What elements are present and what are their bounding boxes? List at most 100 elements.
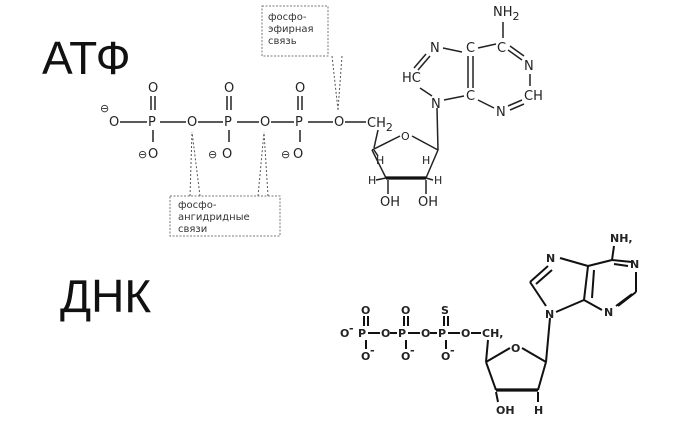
bond-c2-n3-a [507, 99, 523, 107]
anhydride-line-1: фосфо- [178, 200, 217, 211]
dna-bond-n7-c8 [529, 265, 549, 283]
phosphoester-box [261, 5, 329, 57]
bond-c1-c2 [425, 149, 439, 179]
bond-c4-o [371, 135, 401, 151]
dna-bond-o-c1 [521, 347, 547, 363]
dna-adenine: NH, N N N N [529, 232, 639, 321]
phosphoester-annotation: фосфо- эфирная связь [261, 5, 343, 111]
bond-c6-n1-a [509, 45, 525, 57]
atp-c8: HC [402, 71, 421, 86]
dna-minus-bottom-3: - [450, 344, 455, 357]
atp-oxygen-bridge-1: O [187, 115, 197, 130]
atp-n7: N [430, 41, 440, 56]
atp-n3: N [496, 105, 506, 120]
dna-amine: NH, [610, 232, 633, 245]
dna-sulfur: S [441, 304, 449, 317]
bond-ch2-c4 [373, 129, 379, 149]
dna-bond-c1-c2 [537, 361, 547, 391]
atp-c5: C [466, 41, 475, 56]
phosphoester-line-1: фосфо- [268, 12, 307, 23]
dna-bond-c4-o [485, 347, 511, 363]
atp-ch2: CH2 [367, 116, 393, 134]
anhydride-pointer-2a [257, 131, 265, 197]
atp-amine: NH2 [493, 5, 520, 23]
atp-oxygen-bottom-3: O [293, 147, 303, 162]
dna-phosphorus-3: P [438, 327, 446, 340]
phosphoester-line-2: эфирная [268, 24, 314, 35]
dna-deoxyribose: O OH H [485, 317, 551, 417]
bond-c4-h [373, 149, 379, 157]
dna-minus-terminal: - [349, 322, 354, 335]
dna-bond-c6-n1-inner [613, 263, 629, 267]
dna-oxygen-ester: O [461, 327, 470, 340]
atp-adenine: NH2 N C C N CH N C N HC [402, 5, 543, 120]
dna-bond-ch2-c4 [485, 339, 489, 363]
dna-bond-c3-oh [495, 391, 499, 403]
atp-hydrogen-c4: H [376, 154, 384, 167]
atp-hydrogen-c2: H [434, 174, 442, 187]
dna-oxygen-bridge-2: O [421, 327, 430, 340]
dna-phosphorus-2: P [398, 327, 406, 340]
anhydride-pointer-1b [191, 131, 201, 197]
dna-phosphorus-1: P [358, 327, 366, 340]
anhydride-pointer-1a [189, 131, 193, 197]
atp-phosphorus-1: P [148, 115, 156, 130]
bond-n9-c8 [419, 87, 433, 97]
bond-c3-h [375, 177, 387, 181]
bond-c8-n7-a [417, 55, 431, 71]
atp-n1: N [524, 59, 534, 74]
phosphoester-line-3: связь [268, 36, 297, 47]
atp-oxygen-top-3: O [295, 81, 305, 96]
dna-ring-oxygen: O [511, 342, 520, 355]
atp-phosphate-chain: ⊖ O P O ⊖ O O P O ⊖ O O P O ⊖ O [100, 81, 393, 162]
atp-hydrogen-c1: H [422, 154, 430, 167]
bond-n3-c4 [477, 99, 495, 109]
bond-c6-n1-b [507, 49, 523, 61]
dna-oxygen-bridge-1: O [381, 327, 390, 340]
anhydride-box [169, 195, 281, 237]
dna-n3: N [604, 306, 613, 319]
dna-oxygen-top-1: O [361, 304, 370, 317]
dna-bond-c6-nh2 [611, 245, 615, 261]
dna-bond-c4-c5 [583, 265, 589, 301]
bond-c1-n9 [436, 107, 439, 151]
dna-bond-c4-c3 [485, 361, 497, 391]
atp-c4: C [466, 89, 475, 104]
atp-charge-bottom-1: ⊖ [138, 148, 147, 161]
atp-oxygen-bridge-2: O [260, 115, 270, 130]
atp-phosphorus-2: P [224, 115, 232, 130]
atp-c2: CH [524, 89, 543, 104]
anhydride-pointer-2b [263, 131, 269, 197]
atp-hydroxyl-2: OH [418, 195, 438, 210]
dna-oxygen-terminal: O [340, 327, 349, 340]
bond-n7-c5 [442, 47, 463, 53]
atp-oxygen-ester: O [334, 115, 344, 130]
dna-bond-c5-c6 [587, 259, 613, 267]
anhydride-line-3: связи [178, 224, 207, 235]
dna-bond-c4-c5-inner [591, 269, 595, 299]
dna-phosphate-chain: O - P O O - O P O O - O P S O - O CH, [340, 304, 503, 363]
bond-c8-n7-b [413, 53, 427, 69]
atp-n9: N [431, 97, 441, 112]
atp-ring-oxygen: O [401, 130, 410, 143]
dna-bond-n3-c4 [583, 299, 603, 311]
phosphoester-pointer-b [337, 55, 343, 111]
phosphoester-pointer-a [331, 55, 339, 111]
bond-o-c1 [411, 135, 439, 151]
dna-oxygen-bottom-3: O [441, 350, 450, 363]
dna-n9: N [545, 308, 554, 321]
dna-bond-c8-n9 [529, 281, 547, 307]
dna-oxygen-bottom-2: O [401, 350, 410, 363]
atp-oxygen-terminal: O [109, 115, 119, 130]
dna-label: ДНК [60, 270, 151, 322]
bond-c4-c3 [371, 149, 387, 179]
dna-bond-c2-n3-inner [615, 293, 633, 307]
atp-oxygen-bottom-2: O [222, 147, 232, 162]
bond-c4-n9 [443, 95, 465, 101]
atp-c6: C [497, 41, 506, 56]
atp-label: АТФ [42, 32, 131, 84]
atp-charge-bottom-2: ⊖ [208, 148, 217, 161]
dna-bond-c1-n9 [545, 317, 551, 363]
